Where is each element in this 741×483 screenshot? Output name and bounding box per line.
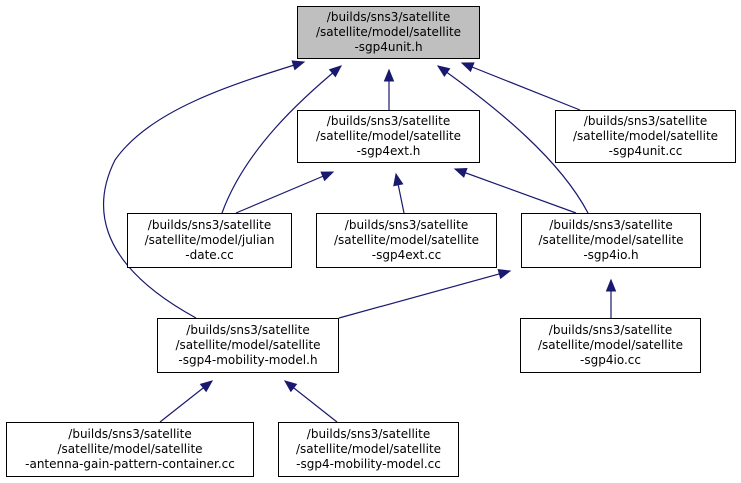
edge-sgp4io-h-to-sgp4ext-h	[454, 168, 577, 214]
arrowhead	[453, 168, 468, 178]
node-line: /builds/sns3/satellite	[326, 10, 451, 24]
node-line: /satellite/model/satellite	[315, 25, 462, 39]
node-julian-date-cc[interactable]: /builds/sns3/satellite /satellite/model/…	[127, 213, 292, 268]
edge-sgp4-mobility-model-h-to-sgp4unit-h	[102, 61, 305, 319]
node-line: /satellite/model/satellite	[57, 442, 203, 456]
arrowhead	[497, 268, 512, 280]
node-line: -sgp4io.cc	[580, 353, 641, 367]
node-line: -sgp4unit.h	[354, 40, 423, 54]
node-sgp4ext-h[interactable]: /builds/sns3/satellite /satellite/model/…	[297, 110, 480, 163]
arrowhead	[291, 60, 306, 71]
edge-sgp4io-h-to-sgp4unit-h	[437, 65, 589, 214]
node-line: -antenna-gain-pattern-container.cc	[25, 457, 235, 471]
arrowhead	[328, 65, 343, 78]
edge-julian-date-cc-to-sgp4ext-h	[235, 171, 334, 214]
node-line: /builds/sns3/satellite	[549, 218, 673, 232]
node-line: /builds/sns3/satellite	[326, 114, 451, 128]
node-line: /builds/sns3/satellite	[583, 114, 708, 128]
node-line: /satellite/model/satellite	[537, 338, 684, 352]
arrowhead	[436, 65, 451, 77]
edge-julian-date-cc-to-sgp4unit-h	[221, 65, 342, 214]
node-sgp4-mobility-model-h[interactable]: /builds/sns3/satellite /satellite/model/…	[157, 318, 339, 373]
arrowhead	[383, 68, 395, 82]
node-line: /satellite/model/satellite	[315, 129, 462, 143]
arrowhead	[393, 172, 404, 187]
arrowhead	[283, 380, 298, 393]
node-line: /satellite/model/satellite	[175, 338, 321, 352]
arrowhead	[460, 62, 475, 73]
node-antenna-gain-pattern-container-cc[interactable]: /builds/sns3/satellite /satellite/model/…	[6, 422, 254, 477]
edge-sgp4unit-cc-to-sgp4unit-h	[461, 62, 581, 111]
node-line: -sgp4-mobility-model.h	[178, 353, 318, 367]
node-line: -sgp4unit.cc	[608, 144, 683, 158]
node-line: /satellite/model/satellite	[572, 129, 719, 143]
node-line: -date.cc	[185, 248, 234, 262]
node-line: /builds/sns3/satellite	[306, 427, 431, 441]
arrowhead	[199, 380, 214, 393]
node-line: /builds/sns3/satellite	[548, 323, 673, 337]
node-sgp4ext-cc[interactable]: /builds/sns3/satellite /satellite/model/…	[316, 213, 497, 268]
node-line: /satellite/model/julian	[144, 233, 275, 247]
node-line: /satellite/model/satellite	[333, 233, 480, 247]
node-line: -sgp4io.h	[583, 248, 639, 262]
node-line: -sgp4ext.h	[356, 144, 421, 158]
node-sgp4io-h[interactable]: /builds/sns3/satellite /satellite/model/…	[521, 213, 701, 268]
node-line: /builds/sns3/satellite	[344, 218, 469, 232]
node-line: /builds/sns3/satellite	[68, 427, 192, 441]
node-line: /builds/sns3/satellite	[186, 323, 310, 337]
node-line: /satellite/model/satellite	[538, 233, 684, 247]
node-line: -sgp4ext.cc	[371, 248, 442, 262]
arrowhead	[320, 171, 335, 182]
node-line: /satellite/model/satellite	[295, 442, 442, 456]
arrowhead	[605, 278, 617, 292]
node-sgp4io-cc[interactable]: /builds/sns3/satellite /satellite/model/…	[520, 318, 701, 373]
node-sgp4unit-h: /builds/sns3/satellite /satellite/model/…	[297, 6, 480, 59]
node-sgp4-mobility-model-cc[interactable]: /builds/sns3/satellite /satellite/model/…	[278, 422, 459, 477]
node-line: -sgp4-mobility-model.cc	[296, 457, 441, 471]
node-sgp4unit-cc[interactable]: /builds/sns3/satellite /satellite/model/…	[555, 110, 736, 163]
edge-sgp4-mobility-model-h-to-sgp4io-h	[338, 270, 511, 319]
node-line: /builds/sns3/satellite	[147, 218, 272, 232]
